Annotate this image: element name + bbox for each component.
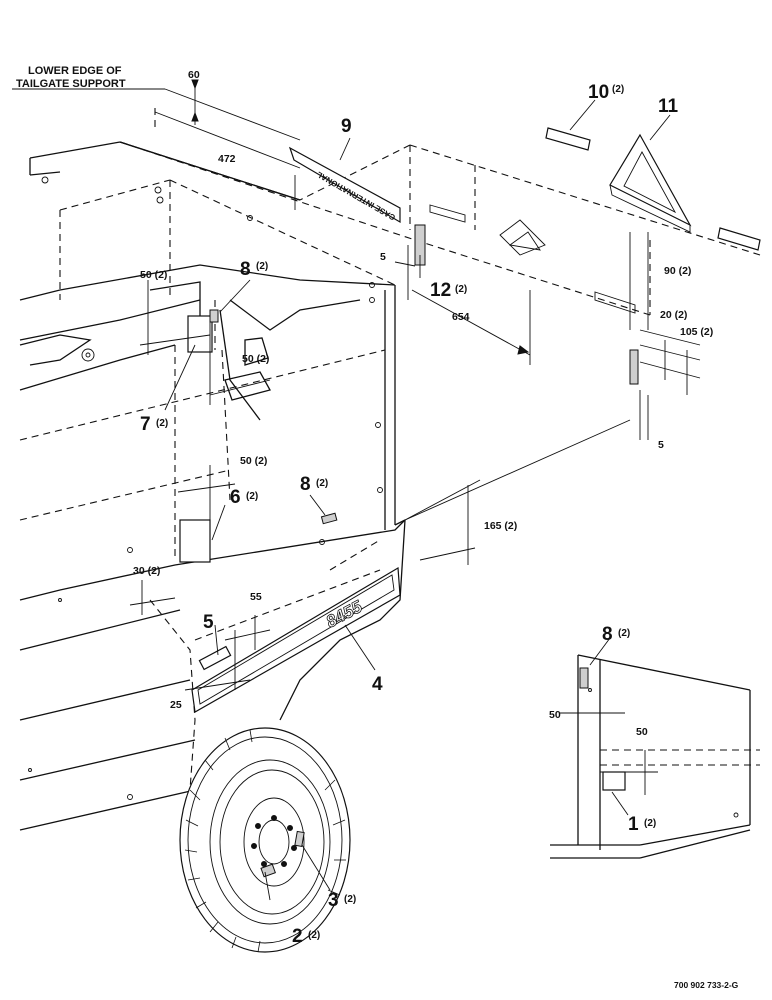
decal-9: CASE INTERNATIONAL	[288, 146, 401, 224]
dim-654: 654	[452, 311, 470, 323]
callout-5: 5	[203, 612, 214, 633]
inset-decal-8	[579, 667, 589, 689]
decal-3	[294, 830, 305, 847]
decal-6	[179, 519, 211, 563]
dim-60: 60	[188, 69, 200, 81]
decal-10-lower	[717, 227, 761, 251]
dim-30: 30 (2)	[133, 565, 160, 577]
decal-4-stripe: 8455	[191, 566, 401, 713]
decal-8-upper	[209, 309, 219, 323]
dim-20: 20 (2)	[660, 309, 687, 321]
callout-6-qty: (2)	[246, 491, 258, 502]
lower-body	[19, 519, 406, 831]
dim-5-upper: 5	[380, 251, 386, 263]
tire-tread	[184, 729, 346, 953]
callout-leaders	[164, 99, 671, 901]
callout-7-qty: (2)	[156, 418, 168, 429]
callout-2-qty: (2)	[308, 930, 320, 941]
callout-11: 11	[658, 96, 679, 117]
callout-10-qty: (2)	[612, 84, 624, 95]
dim-105: 105 (2)	[680, 326, 713, 338]
callout-7: 7	[140, 414, 151, 435]
dim-90: 90 (2)	[664, 265, 691, 277]
callout-1-qty: (2)	[644, 818, 656, 829]
dim-50-middle: 50 (2)	[242, 353, 269, 365]
callout-8-upper: 8	[240, 259, 251, 280]
callout-4: 4	[372, 674, 383, 695]
dim-165: 165 (2)	[484, 520, 517, 532]
dim-50-lower: 50 (2)	[240, 455, 267, 467]
callout-3: 3	[328, 890, 339, 911]
callout-2: 2	[292, 926, 303, 947]
dimension-lines	[129, 79, 701, 691]
dim-55: 55	[250, 591, 262, 603]
callout-8-middle-qty: (2)	[316, 478, 328, 489]
decal-2	[260, 863, 276, 878]
decal-5	[198, 645, 232, 671]
decal-8-middle	[320, 512, 338, 525]
decal-7	[187, 315, 213, 353]
callout-8-upper-qty: (2)	[256, 261, 268, 272]
callout-12: 12	[430, 280, 451, 301]
callout-9: 9	[341, 116, 352, 137]
dim-50-inset-left: 50	[549, 709, 561, 721]
dim-50-upper-left: 50 (2)	[140, 269, 167, 281]
decal-9-text: CASE INTERNATIONAL	[315, 170, 397, 222]
dim-472: 472	[218, 153, 236, 165]
figure-number: 700 902 733-2-G	[674, 980, 739, 990]
dim-50-inset-right: 50	[636, 726, 648, 738]
decal-11-smv-emblem	[609, 133, 692, 233]
callout-8-inset: 8	[602, 624, 613, 645]
front-frame	[19, 264, 406, 560]
callout-1: 1	[628, 814, 639, 835]
wheel-bolts	[251, 815, 297, 867]
tailgate-outline	[29, 108, 761, 316]
decal-12-right	[629, 349, 639, 385]
callout-8-inset-qty: (2)	[618, 628, 630, 639]
inset-detail	[550, 637, 760, 859]
inset-decal-1	[602, 771, 626, 791]
callout-6: 6	[230, 487, 241, 508]
decal-10-upper	[545, 127, 591, 151]
header-line2: TAILGATE SUPPORT	[16, 78, 126, 90]
callout-8-middle: 8	[300, 474, 311, 495]
dim-25: 25	[170, 699, 182, 711]
dim-5-lower: 5	[658, 439, 664, 451]
callout-10: 10	[588, 82, 609, 103]
callouts: 9 10 (2) 11 8 (2) 12 (2) 7 (2) 8 (2) 6 (…	[140, 82, 679, 947]
callout-12-qty: (2)	[455, 284, 467, 295]
wheel	[179, 727, 351, 953]
header-line1: LOWER EDGE OF	[28, 65, 122, 77]
dimension-labels: 60 472 5 654 90 (2) 20 (2) 105 (2) 5 50 …	[133, 69, 713, 738]
header-leader-line	[164, 88, 301, 141]
callout-3-qty: (2)	[344, 894, 356, 905]
